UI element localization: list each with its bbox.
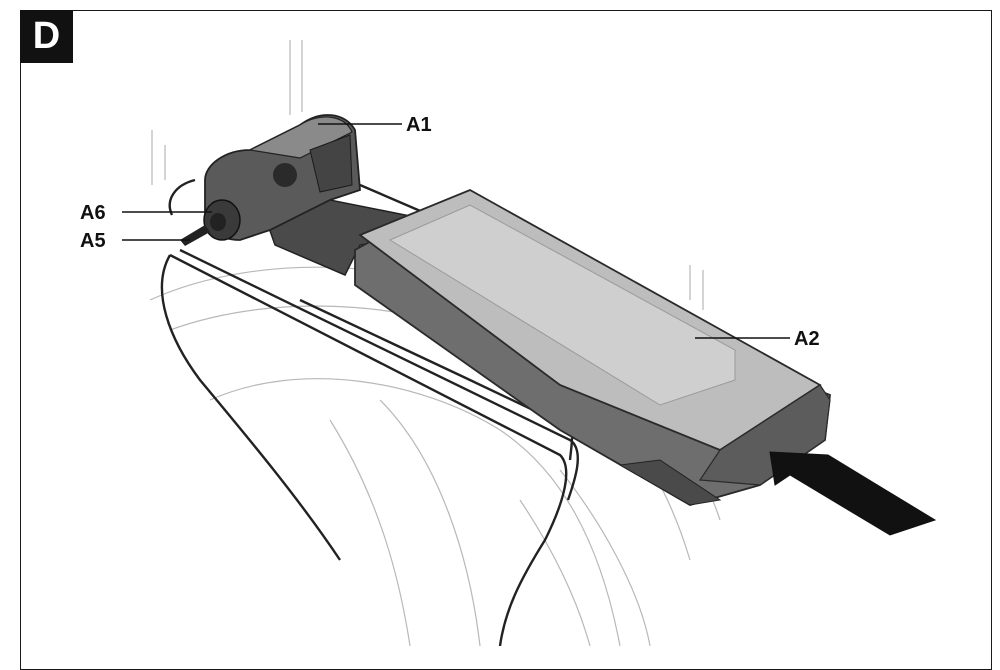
callout-a2: A2 (794, 328, 820, 350)
callout-a6: A6 (80, 202, 106, 224)
callout-a1: A1 (406, 114, 432, 136)
battery-mounting-illustration: A1 A2 A5 A6 (80, 40, 937, 646)
callout-a5: A5 (80, 230, 106, 252)
insert-arrow-icon (769, 451, 937, 536)
battery-pack (354, 189, 831, 506)
lock-housing (180, 114, 361, 246)
figure-letter-badge: D (20, 10, 73, 63)
